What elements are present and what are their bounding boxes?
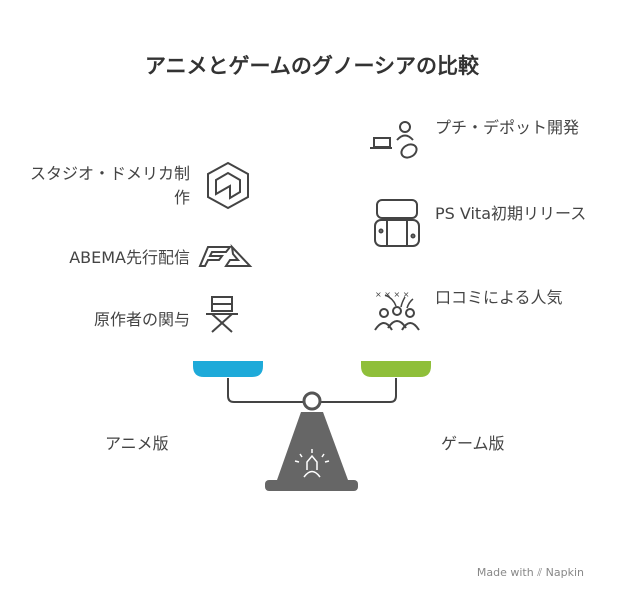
left-pan: [193, 361, 263, 377]
left-item-studio: スタジオ・ドメリカ制作: [30, 164, 191, 207]
made-with-text: Made with: [476, 566, 534, 579]
right-pan: [361, 361, 431, 377]
person-laptop-icon: [370, 121, 418, 159]
left-item-author: 原作者の関与: [93, 310, 190, 329]
scale-base: [265, 480, 358, 491]
svg-text:× × × ×: × × × ×: [375, 290, 409, 299]
left-item-abema: ABEMA先行配信: [69, 248, 190, 267]
footer-attribution: Made with ⫽ Napkin: [477, 566, 584, 580]
page-title: アニメとゲームのグノーシアの比較: [144, 54, 480, 78]
ea-logo-icon: [198, 244, 253, 267]
beam: [227, 378, 397, 403]
right-side-label: ゲーム版: [441, 434, 505, 453]
director-chair-icon: [206, 296, 238, 333]
right-item-vita: PS Vita初期リリース: [435, 204, 587, 223]
crowd-cheering-icon: × × × ×: [374, 290, 420, 331]
pivot: [302, 391, 322, 411]
handheld-console-icon: [374, 199, 420, 247]
cube-icon: [207, 161, 249, 210]
right-item-popularity: 口コミによる人気: [435, 288, 563, 307]
scale-stand: [277, 412, 348, 480]
alarm-light-icon: [294, 449, 330, 478]
right-item-developer: プチ・デポット開発: [435, 118, 580, 137]
napkin-logo-icon: ⫽: [537, 566, 543, 579]
brand-name: Napkin: [545, 566, 584, 579]
left-side-label: アニメ版: [105, 434, 169, 453]
